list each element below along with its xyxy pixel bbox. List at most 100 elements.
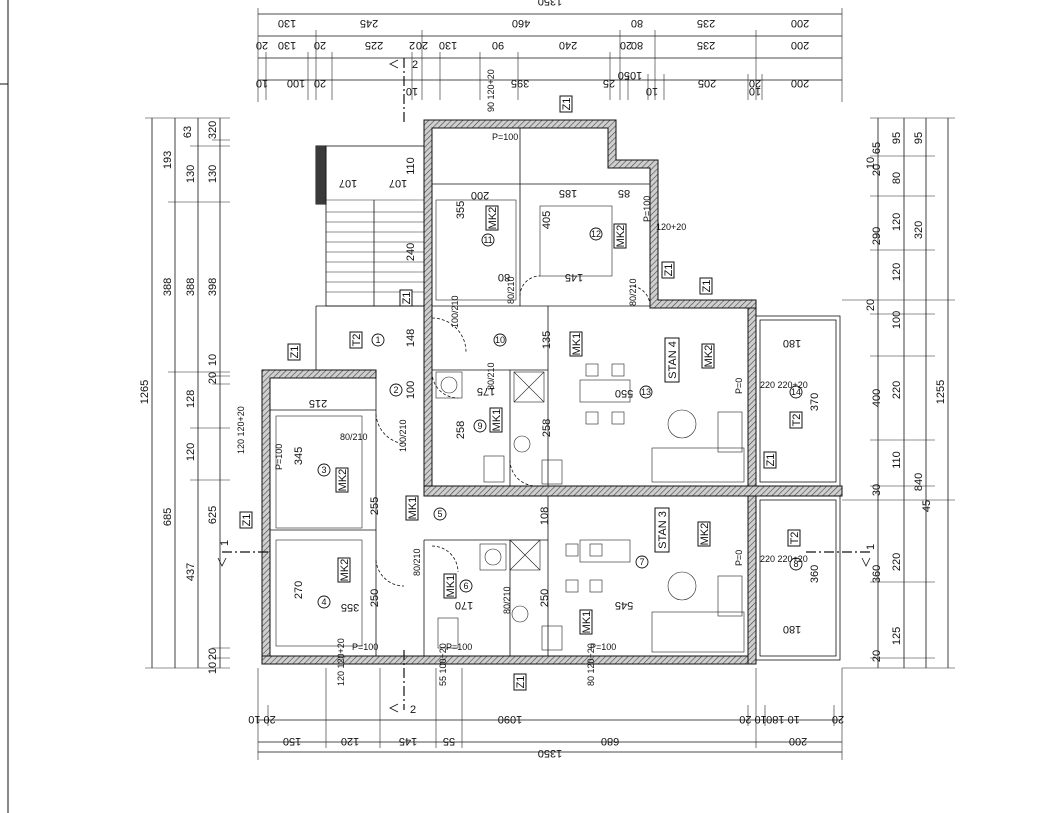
tag-text: Z1 xyxy=(701,280,713,293)
room-dim: 80 xyxy=(498,271,510,283)
dim-label: 110 xyxy=(891,451,903,469)
dim-label: 95 xyxy=(913,132,925,144)
room-number: 11 xyxy=(481,233,495,247)
tag-t2: T2 xyxy=(787,529,801,547)
dim-label: 10 xyxy=(865,157,877,169)
dim-label: 80 xyxy=(891,172,903,184)
dim-label: 2 xyxy=(409,39,415,51)
dim-label: 320 xyxy=(913,221,925,239)
tag-z1: Z1 xyxy=(399,289,413,307)
room-number: 9 xyxy=(473,419,487,433)
dim-label: 55 xyxy=(443,735,455,747)
dim-label: 220 xyxy=(891,553,903,571)
dim-label: 130 xyxy=(185,165,197,183)
dim-label: 80 xyxy=(631,39,643,51)
door-label: 80/210 xyxy=(486,362,496,390)
right-dimension-chains xyxy=(842,117,955,669)
dim-label: 20 xyxy=(207,648,219,660)
top-dim-row2: 130 245 460 80 235 200 xyxy=(278,17,809,29)
svg-text:12: 12 xyxy=(591,229,601,239)
dim-label: 20 xyxy=(416,39,428,51)
tag-mk1: MK1 xyxy=(443,573,457,599)
window-label: 220 220+20 xyxy=(760,380,808,390)
terraces xyxy=(755,315,841,661)
tag-boxes: Z1 Z1 Z1 Z1 Z1 Z1 Z1 Z1 xyxy=(239,95,803,691)
room-dim: 148 xyxy=(405,329,417,347)
furniture xyxy=(275,199,745,653)
dim-label: 235 xyxy=(697,17,715,29)
room-number: 8 xyxy=(789,557,803,571)
tag-mk2: MK2 xyxy=(701,343,715,369)
dim-label: 130 xyxy=(278,39,296,51)
tag-text: MK2 xyxy=(487,207,499,230)
dim-label: 10 180 xyxy=(766,713,800,725)
room-number: 5 xyxy=(433,507,447,521)
room-dimensions: 200 355 185 85 405 135 80 145 258 258 17… xyxy=(293,157,821,635)
dim-label: 100 xyxy=(891,311,903,329)
door-label: 80/210 xyxy=(340,432,368,442)
dim-label: 460 xyxy=(512,17,530,29)
window-label: 220 220+20 xyxy=(760,554,808,564)
parapet-label: P=100 xyxy=(446,642,472,652)
dim-label: 20 xyxy=(207,372,219,384)
dim-label: 125 xyxy=(891,627,903,645)
dim-label: 120 xyxy=(185,443,197,461)
tag-text: Z1 xyxy=(561,98,573,111)
tag-z1: Z1 xyxy=(661,261,675,279)
dim-label: 128 xyxy=(185,390,197,408)
room-dim: 180 xyxy=(783,623,801,635)
room-number: 13 xyxy=(639,385,653,399)
svg-text:9: 9 xyxy=(477,421,482,431)
tag-mk1: MK1 xyxy=(579,609,593,635)
dim-label: 130 xyxy=(439,39,457,51)
tag-mk2: MK2 xyxy=(485,205,499,231)
dim-label: 20 xyxy=(749,77,761,89)
dim-label: 205 xyxy=(698,77,716,89)
room-dim: 107 xyxy=(389,177,407,189)
parapet-label: P=100 xyxy=(590,642,616,652)
room-dim: 85 xyxy=(618,187,630,199)
dim-label: 320 xyxy=(207,121,219,139)
top-dim-labels: 1350 130 245 460 80 235 200 20 130 20 22… xyxy=(256,0,809,97)
tag-z1: Z1 xyxy=(559,95,573,113)
room-dim: 145 xyxy=(565,271,583,283)
svg-text:4: 4 xyxy=(321,597,326,607)
svg-text:5: 5 xyxy=(437,509,442,519)
room-dim: 100 xyxy=(405,381,417,399)
tag-mk2: MK2 xyxy=(697,521,711,547)
dim-label: 65 xyxy=(871,142,883,154)
dim-label: 193 xyxy=(162,151,174,169)
dim-label: 20 xyxy=(871,650,883,662)
room-dim: 550 xyxy=(615,387,633,399)
room-dim: 200 xyxy=(471,189,489,201)
tag-mk2: MK2 xyxy=(335,467,349,493)
dim-label: 200 xyxy=(789,735,807,747)
parapet-label: P=100 xyxy=(492,132,518,142)
tag-text: MK2 xyxy=(339,559,351,582)
tag-mk2: MK2 xyxy=(613,223,627,249)
dim-label: 120 xyxy=(891,263,903,281)
dim-label: 10 xyxy=(646,85,658,97)
tag-text: MK2 xyxy=(699,523,711,546)
dim-label: 80 xyxy=(631,17,643,29)
dim-label: 1265 xyxy=(139,380,151,404)
tag-text: MK2 xyxy=(615,225,627,248)
room-dim: 355 xyxy=(455,201,467,219)
dim-label: 130 xyxy=(278,17,296,29)
svg-text:11: 11 xyxy=(483,235,492,245)
right-dim-labels: 1255 10 20 290 400 840 45 65 20 80 120 1… xyxy=(865,132,947,662)
door-label: 80/210 xyxy=(628,278,638,306)
parapet-label: P=0 xyxy=(734,550,744,566)
dim-label: 225 xyxy=(365,39,383,51)
dim-label: 398 xyxy=(207,278,219,296)
tag-text: MK2 xyxy=(703,345,715,368)
building-walls xyxy=(261,119,843,665)
dim-label: 20 xyxy=(256,39,268,51)
tag-mk1: MK1 xyxy=(489,407,503,433)
section-lines: 2 2 1 1 xyxy=(217,58,877,716)
top-dimension-chains xyxy=(257,8,843,102)
room-dim: 255 xyxy=(369,497,381,515)
dim-label: 245 xyxy=(360,17,378,29)
tag-t2: T2 xyxy=(789,411,803,429)
